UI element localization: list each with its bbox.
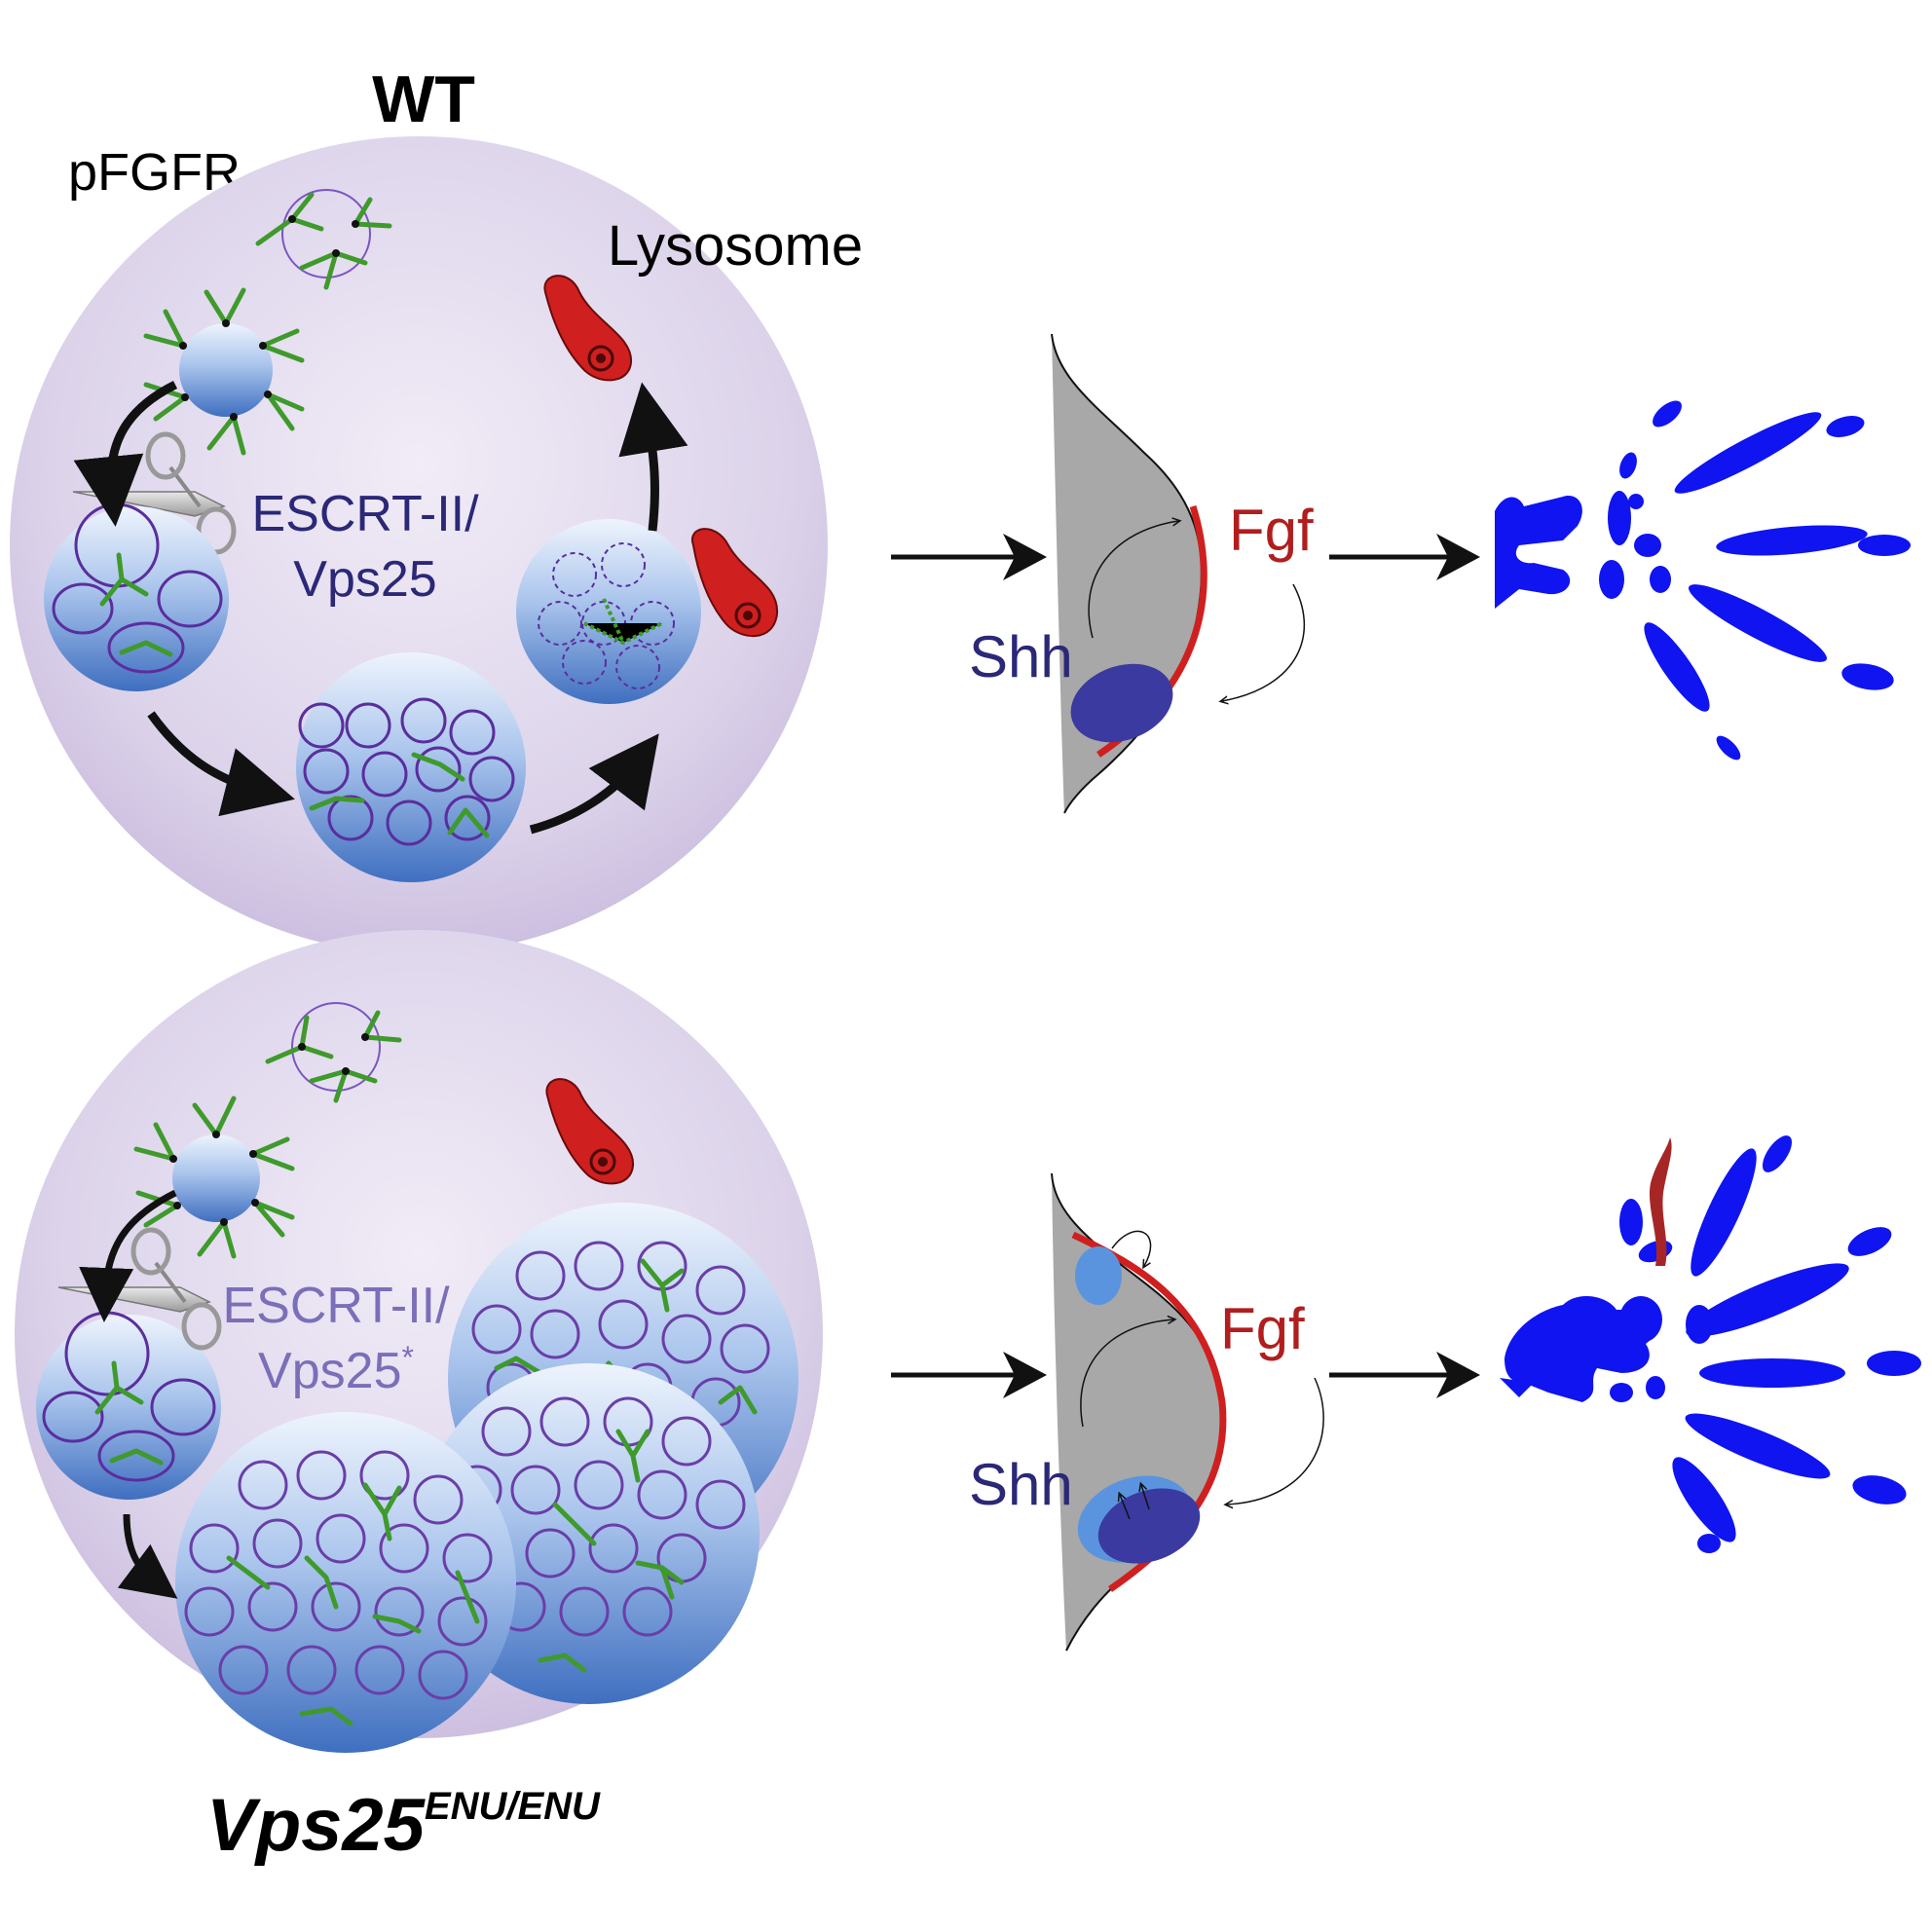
ectopic-element — [1649, 1137, 1672, 1266]
wt-escrt-label-line2: Vps25 — [293, 551, 436, 608]
mutant-arrow-to-limb — [891, 1352, 1047, 1398]
mutant-skeleton — [1500, 1135, 1921, 1553]
wt-arrow-to-skeleton — [1329, 534, 1480, 580]
mutant-mvb-stage1 — [36, 1311, 221, 1500]
wt-mvb-stage1 — [44, 502, 229, 691]
wt-cycle-arrows — [73, 380, 688, 835]
mutant-title-superscript: ENU/ENU — [425, 1785, 601, 1828]
pfgfr-label: pFGFR — [68, 143, 241, 202]
mutant-surface-receptor-cluster — [265, 1002, 402, 1103]
wt-title: WT — [372, 62, 475, 136]
wt-shh-label: Shh — [969, 624, 1073, 689]
mutant-panel: ESCRT-II/ Vps25* Shh Fgf — [15, 930, 1921, 1753]
wt-lysosome-top — [543, 275, 633, 382]
lysosome-label: Lysosome — [608, 214, 863, 278]
mutant-shh-label: Shh — [969, 1452, 1073, 1517]
mutant-cycle-arrows — [79, 1189, 178, 1599]
mutant-escrt-label-line2: Vps25* — [258, 1340, 414, 1399]
wt-fgf-label: Fgf — [1229, 498, 1314, 563]
mutant-zpa — [1097, 1488, 1201, 1564]
mutant-escrt-label-line1: ESCRT-II/ — [222, 1278, 450, 1334]
mutant-limb-bud — [1051, 1172, 1324, 1652]
wt-panel: WT pFGFR — [10, 62, 1911, 954]
mutant-title: Vps25ENU/ENU — [206, 1784, 601, 1867]
mutant-arrow-to-skeleton — [1329, 1352, 1480, 1398]
wt-escrt-label-line1: ESCRT-II/ — [251, 486, 479, 542]
mutant-fgf-label: Fgf — [1220, 1296, 1305, 1361]
wt-surface-receptor-cluster — [255, 189, 392, 290]
mutant-lysosome — [545, 1078, 635, 1185]
mutant-enlarged-mvb-front — [175, 1412, 516, 1753]
wt-early-endosome — [143, 287, 305, 456]
mutant-zpa-anterior — [1075, 1246, 1122, 1305]
mutant-title-base: Vps25 — [206, 1784, 427, 1867]
wt-arrow-to-limb — [891, 534, 1047, 580]
wt-limb-bud — [1051, 333, 1306, 814]
mutant-early-endosome — [133, 1096, 295, 1259]
wt-zpa — [1070, 663, 1173, 743]
wt-skeleton — [1495, 400, 1911, 761]
wt-mvb-stage3 — [516, 519, 701, 704]
wt-mvb-stage2 — [296, 652, 526, 882]
mutant-escrt-asterisk: * — [402, 1340, 414, 1375]
wt-lysosome-fusing — [690, 528, 779, 637]
